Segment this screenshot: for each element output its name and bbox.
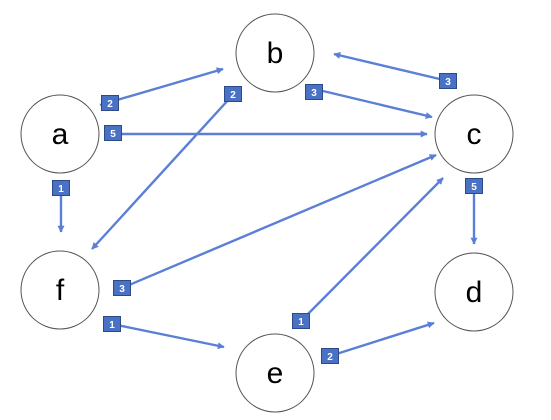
node-label-d: d: [466, 276, 483, 309]
weight-label-b-c: 3: [305, 84, 323, 100]
weight-text-e-c: 1: [298, 317, 304, 328]
weight-text-b-f: 2: [230, 90, 236, 101]
weight-box-a-b: [101, 95, 119, 111]
node-circle-e: [235, 333, 315, 413]
weight-box-b-c: [305, 84, 323, 100]
node-circle-c: [434, 94, 514, 174]
node-a: a: [20, 94, 100, 174]
node-label-b: b: [267, 37, 284, 70]
weight-label-c-d: 5: [465, 178, 483, 194]
node-circle-a: [20, 94, 100, 174]
node-label-c: c: [467, 118, 482, 151]
weight-label-a-c: 5: [104, 125, 122, 141]
nodes-layer: a b c d e f: [20, 13, 514, 413]
weight-text-f-e: 1: [109, 320, 115, 331]
edge-e-c: [300, 177, 444, 322]
weight-box-e-d: [321, 348, 339, 364]
node-e: e: [235, 333, 315, 413]
weight-text-f-c: 3: [119, 284, 125, 295]
weight-box-f-c: [113, 280, 131, 296]
weight-label-c-b: 3: [439, 73, 457, 89]
edge-f-c: [121, 153, 437, 290]
weight-box-f-e: [103, 316, 121, 332]
weight-box-e-c: [292, 313, 310, 329]
weight-label-b-f: 2: [224, 86, 242, 102]
weight-text-a-f: 1: [58, 184, 64, 195]
weight-text-b-c: 3: [311, 88, 317, 99]
weight-label-a-b: 2: [101, 95, 119, 111]
edge-b-c: [322, 89, 433, 119]
weight-text-a-b: 2: [107, 99, 113, 110]
weight-label-f-c: 3: [113, 280, 131, 296]
node-d: d: [434, 252, 514, 332]
edges-layer: [57, 52, 478, 358]
weight-box-a-f: [52, 180, 70, 196]
node-label-a: a: [52, 118, 69, 151]
edge-a-b: [99, 67, 224, 107]
weight-text-c-d: 5: [471, 182, 477, 193]
node-label-f: f: [56, 274, 65, 307]
weight-box-a-c: [104, 125, 122, 141]
node-label-e: e: [267, 357, 284, 390]
weight-label-a-f: 1: [52, 180, 70, 196]
weight-box-c-b: [439, 73, 457, 89]
edge-e-d: [329, 321, 435, 358]
node-c: c: [434, 94, 514, 174]
node-circle-f: [20, 250, 100, 330]
edge-f-e: [111, 322, 225, 350]
node-circle-b: [235, 13, 315, 93]
weights-layer: 2 5 1 3 2 3 5 3 1 1 2: [52, 73, 483, 364]
weight-label-f-e: 1: [103, 316, 121, 332]
weight-text-a-c: 5: [110, 129, 116, 140]
node-b: b: [235, 13, 315, 93]
weight-text-c-b: 3: [445, 77, 451, 88]
edge-c-b: [333, 52, 449, 83]
weight-text-e-d: 2: [327, 352, 333, 363]
weight-box-c-d: [465, 178, 483, 194]
node-f: f: [20, 250, 100, 330]
weight-label-e-c: 1: [292, 313, 310, 329]
edge-b-f: [91, 97, 231, 250]
node-circle-d: [434, 252, 514, 332]
weight-label-e-d: 2: [321, 348, 339, 364]
weight-box-b-f: [224, 86, 242, 102]
